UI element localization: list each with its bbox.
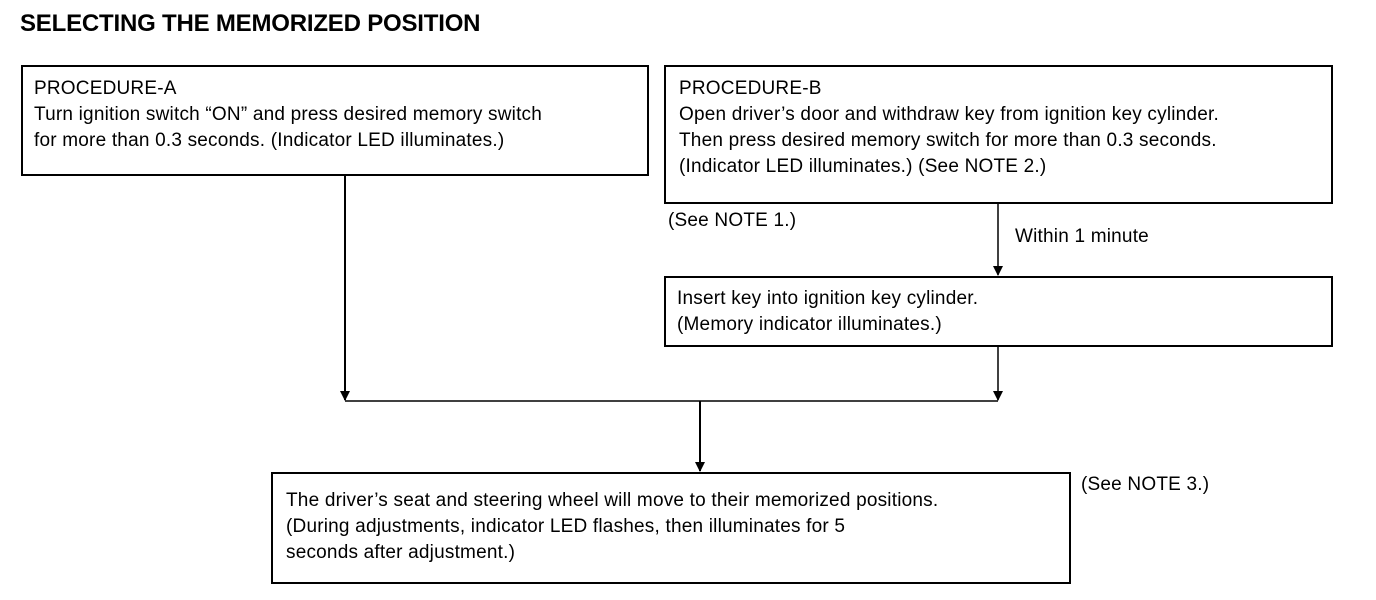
page-title: SELECTING THE MEMORIZED POSITION bbox=[20, 10, 481, 37]
procedure-b-text-line-1: Open driver’s door and withdraw key from… bbox=[679, 104, 1219, 125]
note-1-label: (See NOTE 1.) bbox=[668, 210, 797, 231]
result-text-line-3: seconds after adjustment.) bbox=[286, 542, 516, 563]
result-text-line-1: The driver’s seat and steering wheel wil… bbox=[286, 490, 939, 511]
insert-key-text-line-2: (Memory indicator illuminates.) bbox=[677, 314, 942, 335]
within-time-label: Within 1 minute bbox=[1015, 226, 1149, 247]
procedure-a-text-line-2: for more than 0.3 seconds. (Indicator LE… bbox=[34, 130, 505, 151]
insert-key-text-line-1: Insert key into ignition key cylinder. bbox=[677, 288, 979, 309]
result-box: The driver’s seat and steering wheel wil… bbox=[271, 472, 1071, 584]
procedure-b-heading: PROCEDURE-B bbox=[679, 78, 822, 99]
procedure-b-box: PROCEDURE-B Open driver’s door and withd… bbox=[664, 65, 1333, 204]
procedure-b-text-line-2: Then press desired memory switch for mor… bbox=[679, 130, 1217, 151]
procedure-a-box: PROCEDURE-A Turn ignition switch “ON” an… bbox=[21, 65, 649, 176]
insert-key-box: Insert key into ignition key cylinder. (… bbox=[664, 276, 1333, 347]
procedure-b-text-line-3: (Indicator LED illuminates.) (See NOTE 2… bbox=[679, 156, 1047, 177]
procedure-a-heading: PROCEDURE-A bbox=[34, 78, 177, 99]
note-3-label: (See NOTE 3.) bbox=[1081, 474, 1210, 495]
result-text-line-2: (During adjustments, indicator LED flash… bbox=[286, 516, 846, 537]
procedure-a-text-line-1: Turn ignition switch “ON” and press desi… bbox=[34, 104, 543, 125]
